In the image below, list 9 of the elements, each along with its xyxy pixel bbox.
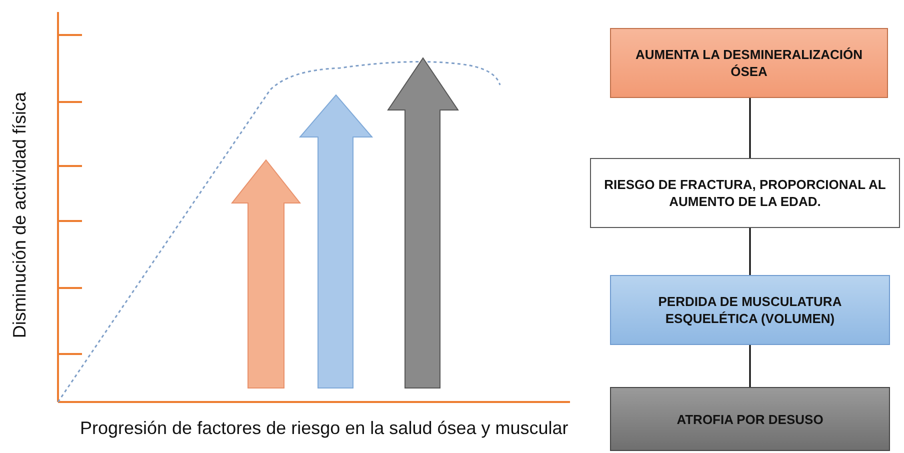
axis-title: Progresión de factores de riesgo en la salud ósea y muscular <box>80 418 568 439</box>
process-box: PERDIDA DE MUSCULATURA ESQUELÉTICA (VOLUMEN) <box>610 275 890 345</box>
axis-title: Disminución de actividad física <box>10 92 30 338</box>
process-box: RIESGO DE FRACTURA, PROPORCIONAL AL AUMENTO DE LA EDAD. <box>590 158 900 228</box>
connector-line <box>749 228 751 275</box>
process-box: AUMENTA LA DESMINERALIZACIÓN ÓSEA <box>610 28 888 98</box>
connector-line <box>749 98 751 158</box>
connector-line <box>749 345 751 387</box>
process-box: ATROFIA POR DESUSO <box>610 387 890 451</box>
